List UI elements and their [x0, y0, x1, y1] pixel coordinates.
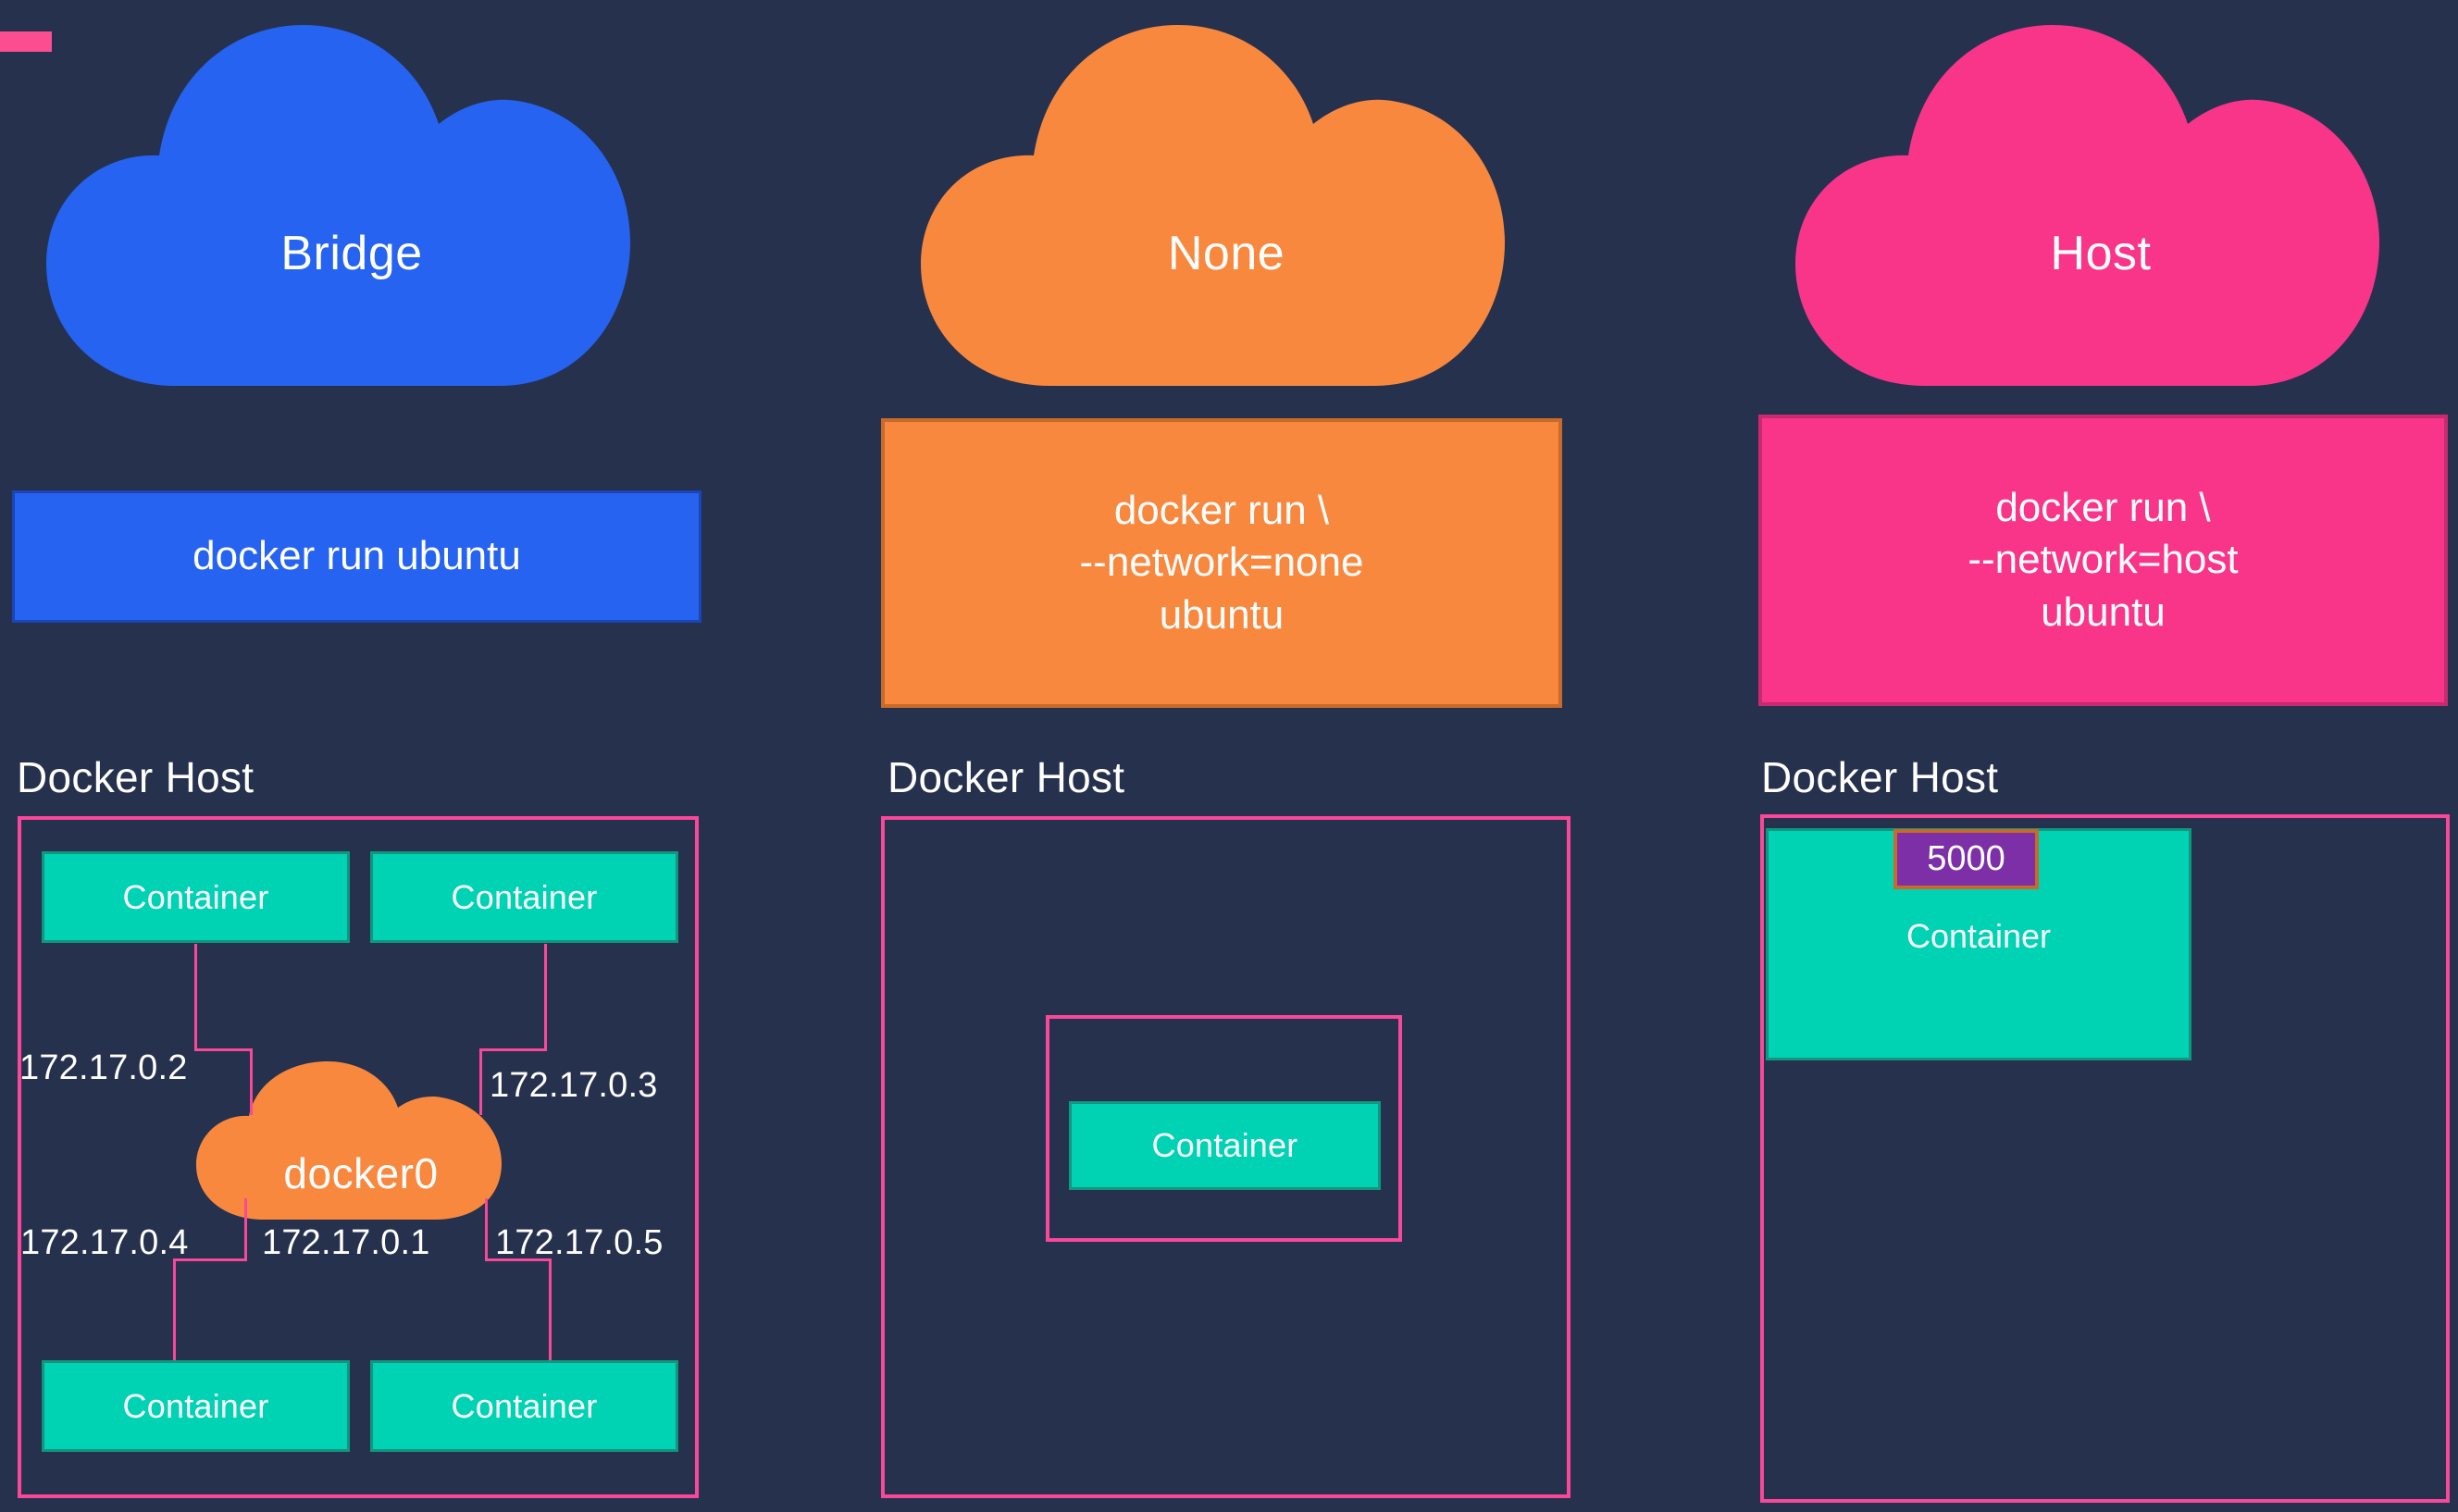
bridge-cloud: Bridge — [37, 20, 666, 390]
wire-container2-seg1 — [544, 944, 547, 1050]
host-docker-host-frame — [1760, 814, 2450, 1503]
bridge-command-box: docker run ubuntu — [12, 490, 701, 623]
wire-container4-seg2 — [485, 1258, 552, 1261]
bridge-ip-1: 172.17.0.2 — [19, 1048, 188, 1087]
host-port-badge: 5000 — [1893, 829, 2039, 889]
bridge-container-1[interactable]: Container — [42, 851, 350, 943]
wire-container1-seg2 — [194, 1048, 252, 1051]
host-container-label: Container — [1906, 917, 2052, 955]
wire-container3-seg3 — [173, 1258, 176, 1360]
none-docker-host-frame — [881, 816, 1570, 1498]
bridge-ip-2: 172.17.0.3 — [490, 1066, 658, 1105]
bridge-container-4[interactable]: Container — [370, 1360, 678, 1452]
none-container[interactable]: Container — [1069, 1101, 1381, 1190]
bridge-docker-host-title: Docker Host — [17, 753, 254, 801]
none-network-namespace-frame — [1046, 1015, 1402, 1242]
bridge-container-2[interactable]: Container — [370, 851, 678, 943]
wire-container1-seg1 — [194, 944, 197, 1050]
wire-container3-seg2 — [173, 1258, 247, 1261]
wire-container1-seg3 — [250, 1048, 253, 1115]
bridge-docker-host-frame — [18, 816, 699, 1498]
host-command-box: docker run \ --network=host ubuntu — [1758, 415, 2448, 706]
wire-container2-seg2 — [479, 1048, 547, 1051]
none-command-box: docker run \ --network=none ubuntu — [881, 418, 1562, 708]
none-cloud: None — [912, 20, 1541, 390]
wire-container4-seg1 — [485, 1198, 488, 1261]
bridge-ip-4: 172.17.0.5 — [495, 1223, 664, 1262]
host-cloud: Host — [1786, 20, 2415, 390]
wire-container2-seg3 — [479, 1048, 482, 1115]
none-docker-host-title: Docker Host — [888, 753, 1125, 801]
bridge-container-3[interactable]: Container — [42, 1360, 350, 1452]
accent-bar — [0, 31, 52, 52]
host-docker-host-title: Docker Host — [1761, 753, 1999, 801]
wire-container3-seg1 — [244, 1198, 247, 1261]
wire-container4-seg3 — [549, 1258, 552, 1360]
bridge-gateway-ip: 172.17.0.1 — [262, 1223, 430, 1262]
bridge-ip-3: 172.17.0.4 — [20, 1223, 189, 1262]
